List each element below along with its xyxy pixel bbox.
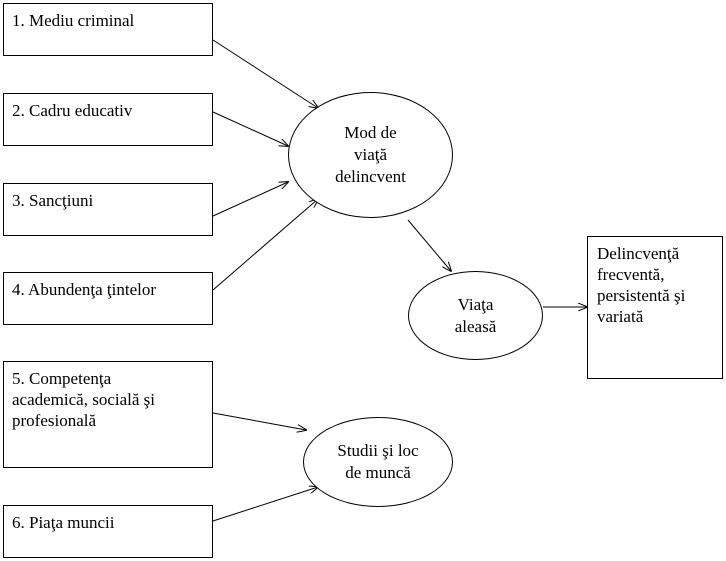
- chosen-life-label: Viaţa aleasă: [454, 294, 497, 336]
- factor-box-4: 4. Abundenţa ţintelor: [3, 272, 213, 325]
- arrow-lifestyle-to-chosen: [407, 219, 451, 271]
- arrow-4-to-lifestyle: [212, 199, 318, 291]
- arrow-3-to-lifestyle: [212, 182, 288, 217]
- chosen-life-node: Viaţa aleasă: [408, 271, 543, 360]
- outcome-box: Delincvenţă frecventă, persistentă şi va…: [587, 236, 723, 379]
- factor-box-5: 5. Competenţa academică, socială şi prof…: [3, 361, 213, 468]
- factor-box-1: 1. Mediu criminal: [3, 3, 213, 56]
- factor-box-3: 3. Sancţiuni: [3, 183, 213, 236]
- factor-box-6: 6. Piaţa muncii: [3, 505, 213, 558]
- arrow-6-to-studies: [212, 487, 318, 522]
- lifestyle-label: Mod de viaţă delincvent: [335, 123, 406, 186]
- arrow-2-to-lifestyle: [212, 111, 288, 146]
- factor-box-2: 2. Cadru educativ: [3, 93, 213, 146]
- arrow-5-to-studies: [212, 412, 306, 430]
- studies-work-node: Studii şi loc de muncă: [303, 417, 453, 507]
- arrow-1-to-lifestyle: [212, 39, 318, 108]
- lifestyle-node: Mod de viaţă delincvent: [288, 92, 453, 218]
- studies-work-label: Studii şi loc de muncă: [337, 441, 419, 482]
